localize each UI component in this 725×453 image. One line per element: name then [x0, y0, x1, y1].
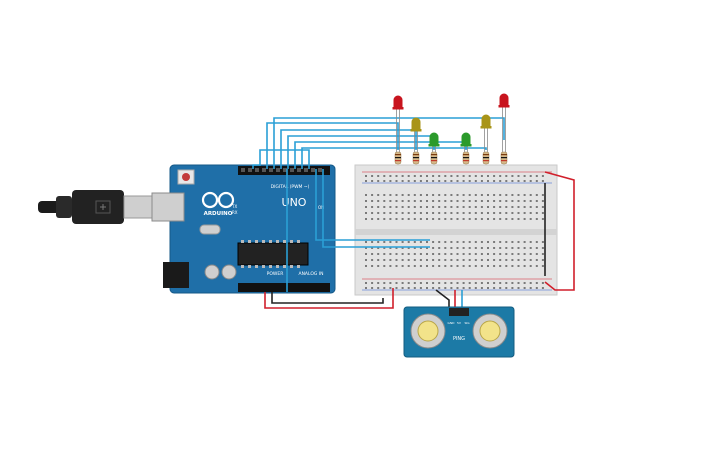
- wire-led-6: [273, 117, 505, 169]
- power-wires: [264, 171, 575, 310]
- sensor-name-label: PING: [453, 336, 465, 342]
- led-1[interactable]: [392, 95, 404, 165]
- led-5[interactable]: [480, 114, 492, 165]
- ultrasonic-sensor[interactable]: PING GND 5V SIG: [403, 306, 515, 358]
- sensor-pin-sig: SIG: [464, 321, 470, 325]
- led-array: [392, 93, 510, 165]
- arduino-model-label: UNO: [282, 196, 307, 209]
- tx-label: TX: [231, 204, 237, 209]
- led-2[interactable]: [410, 117, 422, 165]
- reset-button[interactable]: [182, 173, 190, 181]
- analog-pins-label: ANALOG IN: [298, 271, 323, 277]
- power-pins-label: POWER: [267, 271, 284, 277]
- on-label: ON: [318, 205, 324, 210]
- led-6[interactable]: [498, 93, 510, 165]
- signal-wires: [252, 117, 505, 292]
- led-3[interactable]: [428, 132, 440, 165]
- arduino-logo-icon: [201, 191, 235, 209]
- usb-cable: [38, 190, 153, 224]
- arduino-brand-label: ARDUINO: [204, 211, 233, 217]
- sensor-pin-gnd: GND: [448, 321, 456, 325]
- digital-pins-label: DIGITAL (PWM ~): [271, 184, 310, 190]
- rx-label: RX: [232, 210, 238, 215]
- led-4[interactable]: [460, 132, 472, 165]
- breadboard[interactable]: [354, 164, 558, 296]
- sensor-pin-5v: 5V: [457, 321, 462, 325]
- arduino-uno-board[interactable]: ARDUINO UNO DIGITAL (PWM ~) POWER ANALOG…: [151, 164, 336, 294]
